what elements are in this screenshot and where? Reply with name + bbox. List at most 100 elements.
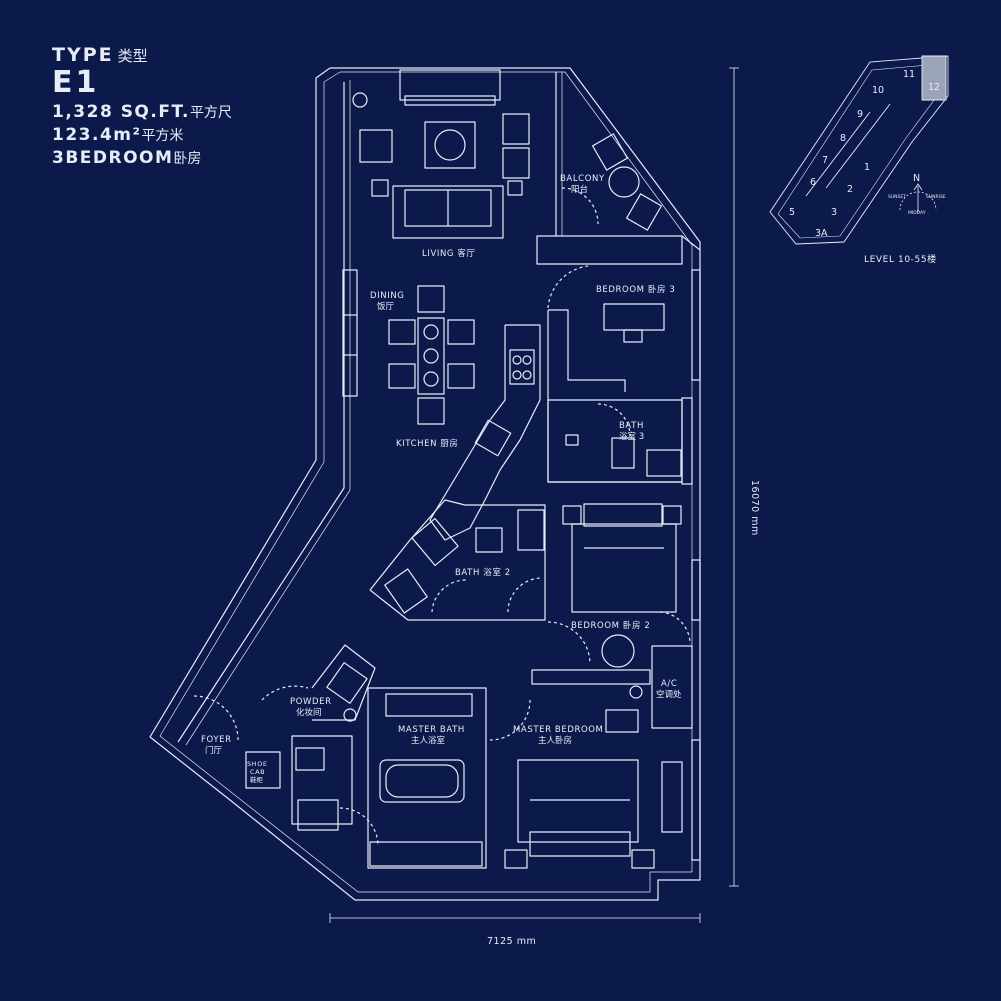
label-bedroom2: BEDROOM 卧房 2	[571, 620, 650, 631]
label-powder: POWDER	[290, 697, 332, 707]
label-master-bath-cn: 主人浴室	[411, 735, 446, 746]
key-plan-unit-3: 3	[831, 207, 837, 218]
hob-burner	[522, 355, 532, 365]
label-bath3: BATH	[619, 421, 644, 431]
label-ac-cn: 空调处	[656, 689, 682, 700]
dimension-lines	[329, 67, 739, 923]
master-bed	[517, 759, 639, 843]
key-plan-outline	[769, 55, 949, 245]
compass	[899, 183, 937, 212]
key-plan-unit-10: 10	[872, 85, 884, 96]
bedroom2-nightstand	[562, 505, 582, 525]
bath2-basin	[475, 527, 503, 553]
side-cabinet	[502, 147, 530, 179]
master-bath-room	[367, 687, 487, 869]
bath2-door-swing	[431, 579, 467, 613]
label-master-bath: MASTER BATH	[398, 725, 465, 735]
label-shoe-cab: CAB	[250, 768, 265, 776]
window	[691, 559, 701, 621]
balcony-chair	[592, 133, 628, 171]
key-plan-unit-7: 7	[822, 155, 828, 166]
label-shoe: SHOE	[247, 760, 268, 768]
master-bed-foot	[529, 831, 631, 857]
bedroom2-door-swing	[547, 621, 591, 665]
balcony-chair	[626, 193, 662, 231]
key-plan-unit-6: 6	[810, 177, 816, 188]
bath2-tub	[384, 568, 428, 614]
kitchen-counter	[429, 324, 541, 541]
master-lamp	[629, 685, 643, 699]
master-wardrobe	[531, 669, 651, 685]
bath2-shower	[517, 509, 545, 551]
label-shoe-cn: 鞋柜	[250, 775, 264, 784]
master-nightstand	[504, 849, 528, 869]
dining-chair	[388, 319, 416, 345]
dining-chair	[388, 363, 416, 389]
bath3	[547, 399, 683, 483]
bath2-door-swing	[507, 577, 543, 613]
coffee-table-top	[434, 129, 466, 161]
bedroom3-desk	[603, 303, 665, 331]
wc-door-swing	[339, 807, 379, 847]
bedroom2-headboard	[583, 503, 663, 527]
bedrooms-cn: 卧房	[173, 151, 202, 167]
label-foyer-cn: 门厅	[205, 745, 223, 756]
type-label: TYPE	[52, 44, 114, 66]
window	[691, 269, 701, 381]
bath3-door-swing	[597, 403, 631, 437]
compass-sunrise: SUNRISE	[926, 194, 946, 200]
bedroom3-wardrobe-wall	[536, 235, 683, 265]
sofa	[392, 185, 504, 239]
label-bath2: BATH 浴室 2	[455, 567, 511, 578]
key-plan-core-line	[825, 103, 891, 189]
walls	[149, 67, 701, 901]
dining-plate	[423, 348, 439, 364]
label-foyer: FOYER	[201, 735, 232, 745]
powder-room	[311, 644, 376, 721]
label-balcony: BALCONY	[560, 174, 605, 184]
area-sqm: 123.4m²	[52, 125, 142, 145]
bedroom2-nightstand	[662, 505, 682, 525]
label-bath3-cn: 浴室 3	[619, 431, 644, 442]
shoe-cabinet	[245, 751, 281, 789]
dining-chair	[447, 319, 475, 345]
hob-burner	[512, 355, 522, 365]
wc-toilet	[295, 747, 325, 771]
key-plan-unit-9: 9	[857, 109, 863, 120]
label-dining-cn: 饭厅	[377, 301, 395, 312]
powder-basin	[343, 708, 357, 722]
wc-shower	[297, 799, 339, 831]
compass-sunset: SUNSET	[888, 194, 906, 200]
bedrooms: 3BEDROOM	[52, 148, 174, 168]
area-sqft-row: 1,328 SQ.FT.平方尺	[52, 104, 232, 121]
tv-console	[399, 69, 501, 101]
coffee-table	[424, 121, 476, 169]
key-plan-core-line	[805, 111, 871, 197]
width-dimension: 7125 mm	[487, 936, 536, 947]
bath3-basin	[565, 434, 579, 446]
label-bedroom3: BEDROOM 卧房 3	[596, 284, 675, 295]
outer-wall	[149, 67, 701, 901]
label-powder-cn: 化妆间	[296, 707, 322, 718]
balcony-table	[608, 166, 640, 198]
hob-burner	[522, 370, 532, 380]
wc-room	[291, 735, 353, 825]
bedroom2-table	[601, 634, 635, 668]
ac-room	[651, 645, 693, 729]
key-plan-unit-12: 12	[928, 82, 940, 93]
dining-table	[417, 317, 445, 395]
bedroom3-corner	[681, 235, 701, 251]
key-plan-level: LEVEL 10-55楼	[864, 253, 937, 265]
bath3-window	[681, 397, 693, 485]
outer-wall-inner	[159, 71, 693, 893]
type-label-cn: 类型	[117, 47, 148, 65]
plant	[352, 92, 368, 108]
master-nightstand	[631, 849, 655, 869]
compass-north: N	[913, 173, 920, 184]
label-balcony-cn: 阳台	[571, 184, 588, 195]
key-plan-unit-11: 11	[903, 69, 915, 80]
key-plan: 12 11 10 9 8 7 6 5 1 2 3 3A N SUNSET SUN…	[769, 55, 949, 265]
key-plan-unit-2: 2	[847, 184, 853, 195]
unit-code: E1	[52, 65, 100, 100]
